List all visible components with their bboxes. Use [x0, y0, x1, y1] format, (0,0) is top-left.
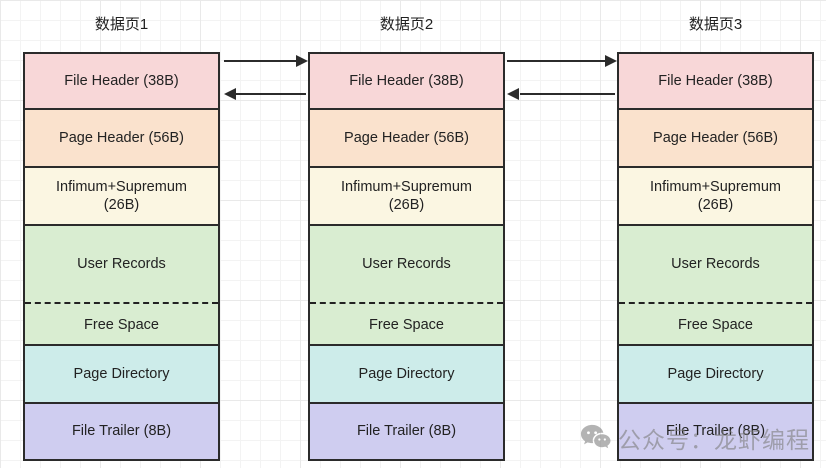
infimum-supremum-block: Infimum+Supremum (26B): [25, 168, 218, 226]
file-header-block: File Header (38B): [25, 54, 218, 110]
file-header-label: File Header (38B): [64, 72, 179, 89]
free-space-area: Free Space: [25, 304, 218, 346]
wechat-icon: [580, 424, 611, 449]
user-records-area: User Records: [25, 226, 218, 304]
file-header-block: File Header (38B): [310, 54, 503, 110]
page-header-label: Page Header (56B): [59, 129, 184, 146]
page-title-3: 数据页3: [688, 16, 743, 33]
arrow-head-left-icon: [224, 88, 236, 100]
page-header-label: Page Header (56B): [653, 129, 778, 146]
infimum-supremum-label: Infimum+Supremum: [56, 178, 187, 195]
infimum-supremum-size: (26B): [388, 197, 425, 213]
arrow-head-left-icon: [507, 88, 519, 100]
page-header-block: Page Header (56B): [25, 110, 218, 168]
file-trailer-block: File Trailer (8B): [25, 404, 218, 459]
file-trailer-label: File Trailer (8B): [356, 423, 457, 440]
page-directory-label: Page Directory: [73, 365, 170, 382]
page-directory-block: Page Directory: [619, 346, 812, 404]
free-space-area: Free Space: [619, 304, 812, 346]
records-free-space-block: User Records Free Space: [310, 226, 503, 346]
user-records-area: User Records: [310, 226, 503, 304]
infimum-supremum-block: Infimum+Supremum (26B): [619, 168, 812, 226]
page-header-label: Page Header (56B): [344, 129, 469, 146]
infimum-supremum-label: Infimum+Supremum: [341, 178, 472, 195]
infimum-supremum-size: (26B): [103, 197, 140, 213]
data-page-3: File Header (38B) Page Header (56B) Infi…: [617, 52, 814, 461]
file-trailer-label: File Trailer (8B): [665, 423, 766, 440]
file-header-label: File Header (38B): [349, 72, 464, 89]
page-title-1: 数据页1: [94, 16, 149, 33]
file-trailer-block: File Trailer (8B): [619, 404, 812, 459]
infimum-supremum-size: (26B): [697, 197, 734, 213]
data-page-2: File Header (38B) Page Header (56B) Infi…: [308, 52, 505, 461]
free-space-label: Free Space: [84, 316, 159, 333]
arrow-head-right-icon: [296, 55, 308, 67]
records-free-space-block: User Records Free Space: [619, 226, 812, 346]
file-header-block: File Header (38B): [619, 54, 812, 110]
user-records-label: User Records: [671, 255, 760, 272]
file-header-label: File Header (38B): [658, 72, 773, 89]
free-space-area: Free Space: [310, 304, 503, 346]
free-space-label: Free Space: [369, 316, 444, 333]
page-title-2: 数据页2: [379, 16, 434, 33]
page-header-block: Page Header (56B): [310, 110, 503, 168]
page-directory-block: Page Directory: [310, 346, 503, 404]
infimum-supremum-block: Infimum+Supremum (26B): [310, 168, 503, 226]
user-records-label: User Records: [362, 255, 451, 272]
page-directory-block: Page Directory: [25, 346, 218, 404]
free-space-label: Free Space: [678, 316, 753, 333]
arrow-head-right-icon: [605, 55, 617, 67]
page-directory-label: Page Directory: [358, 365, 455, 382]
page-directory-label: Page Directory: [667, 365, 764, 382]
page-header-block: Page Header (56B): [619, 110, 812, 168]
user-records-area: User Records: [619, 226, 812, 304]
records-free-space-block: User Records Free Space: [25, 226, 218, 346]
user-records-label: User Records: [77, 255, 166, 272]
data-page-1: File Header (38B) Page Header (56B) Infi…: [23, 52, 220, 461]
file-trailer-block: File Trailer (8B): [310, 404, 503, 459]
infimum-supremum-label: Infimum+Supremum: [650, 178, 781, 195]
file-trailer-label: File Trailer (8B): [71, 423, 172, 440]
